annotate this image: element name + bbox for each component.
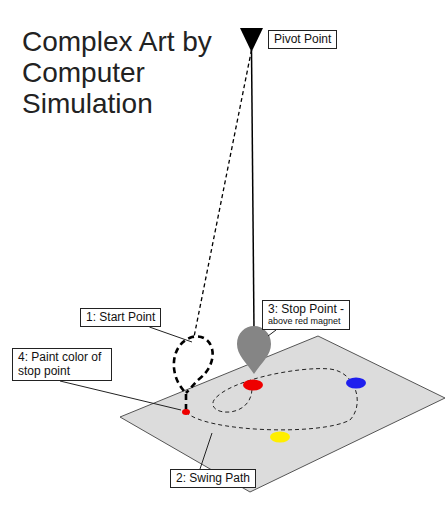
start-loop: [174, 336, 213, 410]
leader-line: [200, 433, 212, 469]
pendulum-string: [252, 50, 255, 330]
swing-path: [186, 369, 357, 430]
callout-box: 3: Stop Point -above red magnet: [262, 300, 350, 330]
leader-line: [60, 381, 181, 410]
pendulum-bob: [237, 326, 271, 374]
blue-magnet: [346, 378, 366, 389]
callout-box: 2: Swing Path: [170, 469, 256, 488]
callout-text: 4: Paint color of stop point: [18, 350, 106, 378]
leader-line: [268, 330, 276, 336]
callout-text: 1: Start Point: [86, 310, 155, 324]
callout-box: 4: Paint color of stop point: [12, 348, 112, 381]
start-string: [194, 50, 252, 337]
diagram-title: Complex Art by Computer Simulation: [22, 26, 212, 119]
callout-box: Pivot Point: [268, 30, 337, 49]
callout-text: 3: Stop Point -: [268, 302, 344, 316]
paint-dot: [182, 409, 190, 415]
callout-text: above red magnet: [268, 316, 344, 327]
red-magnet: [243, 380, 263, 391]
yellow-magnet: [270, 432, 290, 443]
canvas-plane: [120, 336, 445, 492]
callout-text: 2: Swing Path: [176, 471, 250, 485]
leader-line: [149, 327, 192, 342]
callout-box: 1: Start Point: [80, 308, 161, 327]
callout-text: Pivot Point: [274, 32, 331, 46]
pivot-triangle: [240, 28, 263, 52]
